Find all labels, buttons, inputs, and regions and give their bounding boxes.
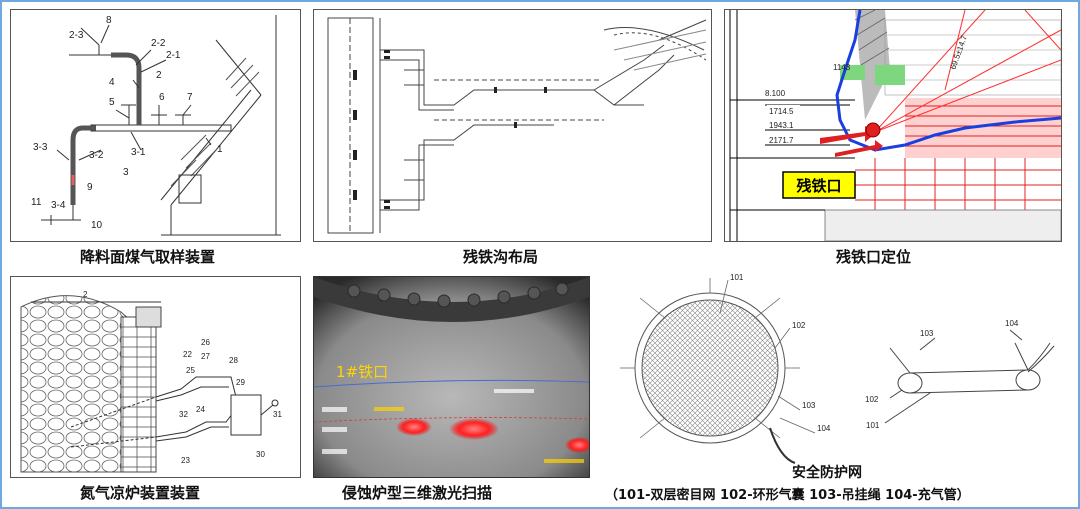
label: 31	[273, 410, 282, 419]
taphole-tag: 残铁口	[796, 177, 841, 195]
nitrogen-cooling-drawing: 2 26 22 27 28 25 29 24 31 32 30 23	[20, 290, 282, 473]
label: 8	[106, 15, 112, 26]
label: 104	[1005, 319, 1019, 328]
label: 30	[256, 450, 265, 459]
label: 102	[865, 395, 879, 404]
label: 4	[109, 77, 115, 88]
panel-taphole-position: 8.100 1714.5 1943.1 2171.7 69.5±14.7 114…	[724, 9, 1062, 242]
label: 103	[920, 329, 934, 338]
safety-net-drawing: 101 102 103 104 102 103 104 101	[620, 273, 1055, 464]
label: 24	[196, 405, 205, 414]
label: 2-3	[69, 30, 84, 41]
label: 3	[123, 167, 129, 178]
label: 103	[802, 401, 816, 410]
label: 25	[186, 366, 195, 375]
laser-scan-image: 1#铁口	[314, 277, 589, 477]
label: 3-4	[51, 200, 66, 211]
label: 29	[236, 378, 245, 387]
label: 22	[183, 350, 192, 359]
label: 7	[187, 92, 193, 103]
taphole-tag-box	[782, 171, 856, 199]
label: 3-1	[131, 147, 146, 158]
caption-nitrogen-cooling: 氮气凉炉装置装置	[80, 484, 201, 502]
caption-laser-scan: 侵蚀炉型三维激光扫描	[342, 484, 493, 502]
label: 1	[217, 144, 223, 155]
label: 10	[91, 220, 103, 231]
label: 2	[156, 70, 162, 81]
gas-sampling-drawing: 2-3 8 2-2 2-1 2 4 5 6 7 3-3 3-2 3-1 3 1 …	[31, 15, 281, 236]
panel-trench-layout	[313, 9, 712, 242]
panel-laser-scan: 1#铁口	[313, 276, 590, 478]
label: 28	[229, 356, 238, 365]
taphole-scan-label: 1#铁口	[336, 363, 388, 381]
label: 23	[181, 456, 190, 465]
panel-nitrogen-cooling: 2 26 22 27 28 25 29 24 31 32 30 23	[10, 276, 301, 478]
caption-trench-layout: 残铁沟布局	[463, 248, 539, 266]
safety-net-title: 安全防护网	[792, 465, 862, 481]
label: 2-2	[151, 38, 166, 49]
panel-safety-net: 101 102 103 104 102 103 104 101	[610, 268, 1065, 468]
label: 26	[201, 338, 210, 347]
label: 101	[866, 421, 880, 430]
label: 9	[87, 182, 93, 193]
caption-gas-sampling: 降料面煤气取样装置	[80, 248, 216, 266]
label: 3-2	[89, 150, 104, 161]
label: 11	[31, 197, 42, 208]
label: 5	[109, 97, 115, 108]
label: 3-3	[33, 142, 48, 153]
label: 102	[792, 321, 806, 330]
label: 32	[179, 410, 188, 419]
label: 101	[730, 273, 744, 282]
panel-gas-sampling: 2-3 8 2-2 2-1 2 4 5 6 7 3-3 3-2 3-1 3 1 …	[10, 9, 301, 242]
label: 27	[201, 352, 210, 361]
elevation-label: 8.100	[765, 89, 786, 98]
elevation-label: 1943.1	[769, 121, 794, 130]
elevation-label: 1714.5	[769, 107, 794, 116]
label: 2-1	[166, 50, 181, 61]
label: 2	[83, 290, 88, 299]
trench-layout-drawing	[327, 17, 707, 234]
caption-taphole-position: 残铁口定位	[836, 248, 912, 266]
side-label: 1143	[833, 63, 851, 72]
elevation-label: 2171.7	[769, 136, 794, 145]
taphole-position-drawing: 8.100 1714.5 1943.1 2171.7 69.5±14.7 114…	[725, 10, 1061, 241]
label: 6	[159, 92, 165, 103]
label: 104	[817, 424, 831, 433]
safety-net-legend: （101-双层密目网 102-环形气囊 103-吊挂绳 104-充气管）	[605, 488, 970, 503]
